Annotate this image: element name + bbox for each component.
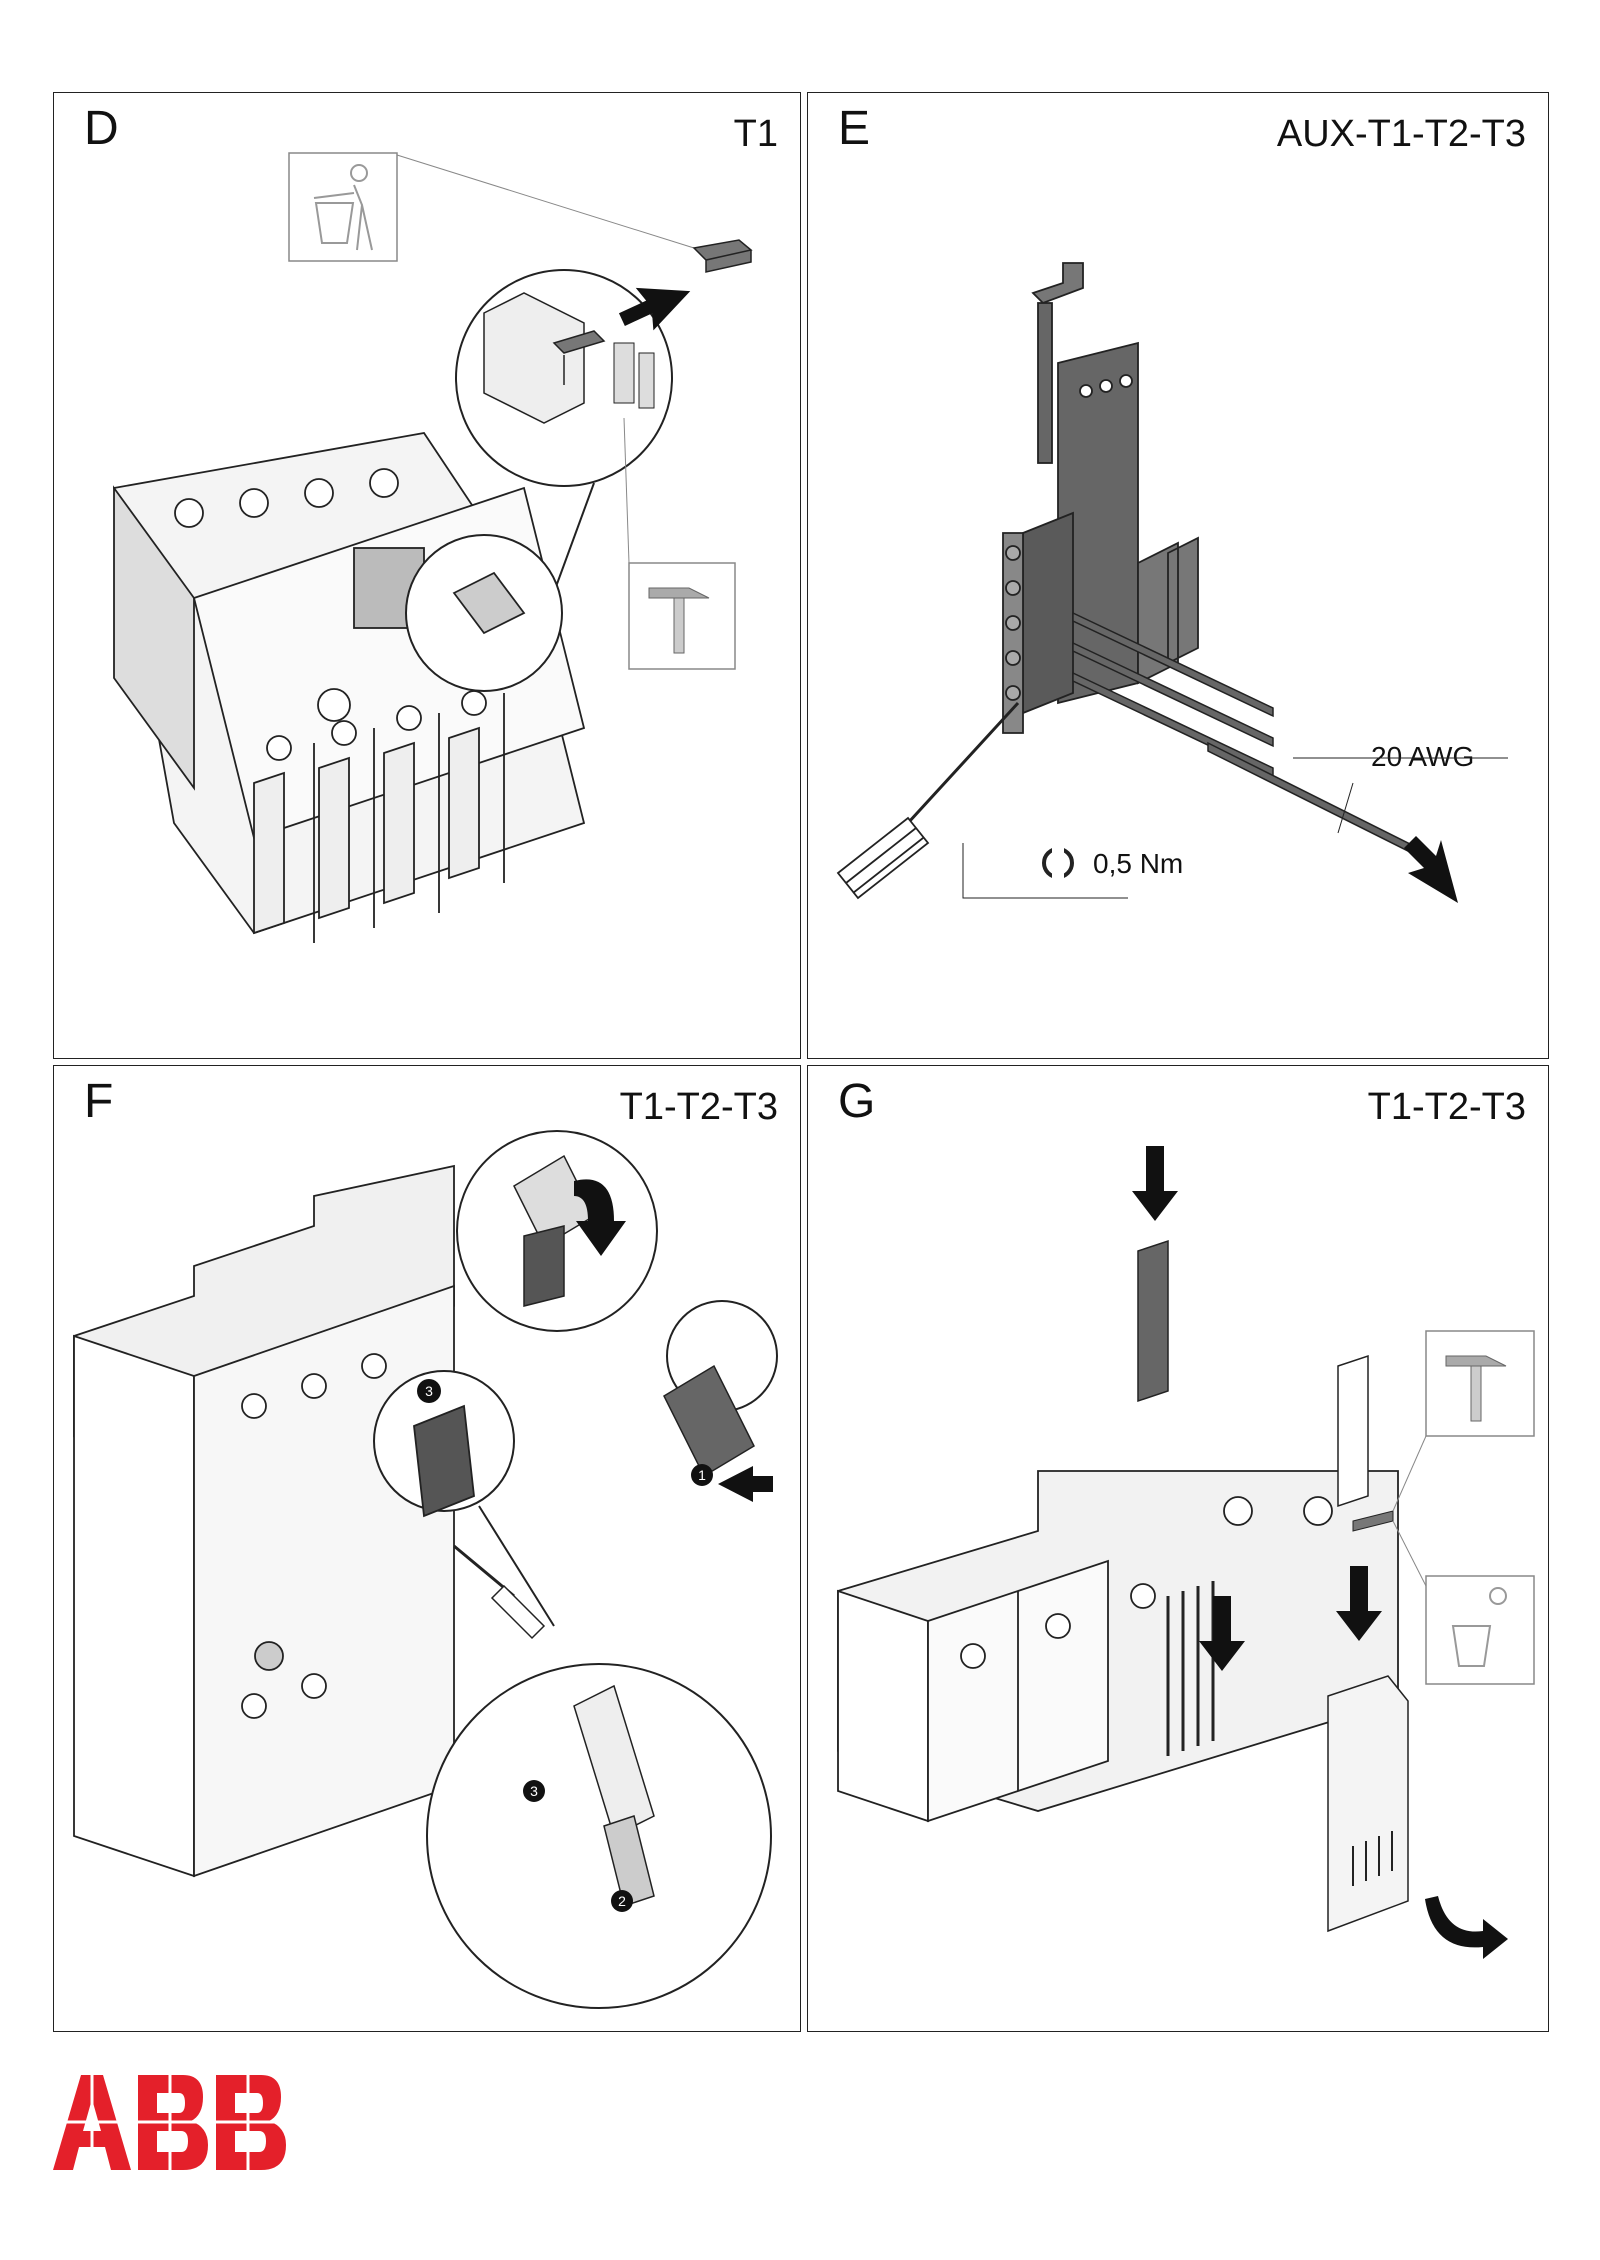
model-label: AUX-T1-T2-T3 <box>1276 113 1526 155</box>
zoom-detail <box>456 1130 658 1332</box>
step-badge-3: 3 <box>425 1383 433 1399</box>
screwdriver-icon <box>836 701 1020 900</box>
trash-icon <box>1425 1575 1535 1685</box>
step-letter: G <box>838 1075 876 1128</box>
step-badge-3: 3 <box>530 1783 538 1799</box>
circuit-breaker <box>837 1470 1399 1823</box>
circuit-breaker <box>112 432 586 943</box>
aux-contact-detail <box>1327 1675 1409 1933</box>
arrow-icon <box>1132 1146 1178 1221</box>
torque-icon <box>1042 843 1074 883</box>
aux-contact-illustration <box>836 262 1508 903</box>
installation-illustration: 1 3 3 2 <box>73 1130 778 2009</box>
model-label: T1 <box>733 113 778 155</box>
step-letter: F <box>84 1075 114 1128</box>
model-label: T1-T2-T3 <box>1367 1086 1526 1128</box>
arrow-icon <box>1425 1896 1508 1959</box>
arrow-icon <box>618 287 691 331</box>
step-badge-1: 1 <box>698 1467 706 1483</box>
panel-g: G T1-T2-T3 <box>807 1065 1549 2032</box>
arrow-icon <box>1199 1596 1245 1671</box>
step-badge-2: 2 <box>618 1893 626 1909</box>
hammer-icon <box>1425 1330 1535 1437</box>
arrow-icon <box>1404 836 1458 903</box>
installation-illustration <box>837 1146 1535 1959</box>
breaker-illustration <box>112 152 753 943</box>
arrow-icon <box>1336 1566 1382 1641</box>
arrow-icon <box>574 1179 626 1256</box>
aux-contact-block <box>1002 262 1199 734</box>
trash-icon <box>288 152 398 262</box>
abb-logo <box>53 2075 293 2170</box>
panel-d: D T1 <box>53 92 801 1059</box>
zoom-detail <box>426 1663 772 2009</box>
arrow-icon <box>718 1466 773 1502</box>
model-label: T1-T2-T3 <box>619 1086 778 1128</box>
step-letter: E <box>838 102 871 155</box>
torque-label: 0,5 Nm <box>1093 848 1184 879</box>
zoom-detail <box>455 269 673 487</box>
wire-gauge-label: 20 AWG <box>1371 741 1475 772</box>
wires <box>1072 611 1439 868</box>
panel-e: E AUX-T1-T2-T3 20 AWG 0,5 Nm <box>807 92 1549 1059</box>
panel-f: F T1-T2-T3 1 3 <box>53 1065 801 2032</box>
screwdriver-icon <box>453 1544 546 1640</box>
cover-strip <box>1137 1239 1169 1403</box>
circuit-breaker <box>73 1164 515 1878</box>
hammer-icon <box>628 562 736 670</box>
step-letter: D <box>84 102 119 155</box>
